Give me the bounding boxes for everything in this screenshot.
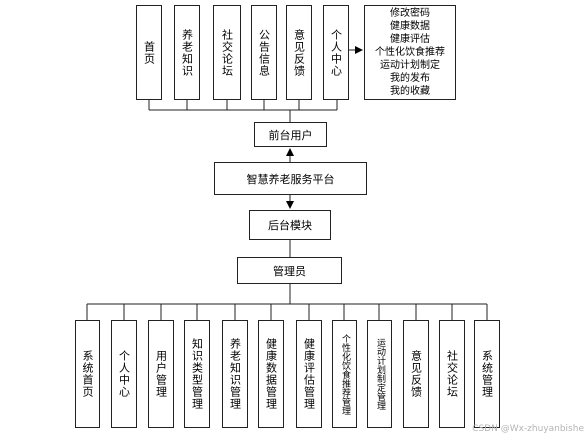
admin-module-social-forum: 社交论坛 — [439, 320, 465, 428]
frontend-user-label: 前台用户 — [268, 128, 313, 142]
admin-module-knowledge-type: 知识类型管理 — [184, 320, 210, 428]
personal-center-items: 修改密码 健康数据 健康评估 个性化饮食推荐 运动计划制定 我的发布 我的收藏 — [364, 5, 456, 100]
list-item: 健康数据 — [390, 21, 430, 32]
list-item: 运动计划制定 — [380, 60, 440, 71]
admin-module-health-assessment: 健康评估管理 — [296, 320, 322, 428]
module-announcements: 公告信息 — [251, 5, 277, 100]
module-label: 健康数据管理 — [264, 338, 278, 410]
module-feedback: 意见反馈 — [286, 5, 312, 100]
administrator-label: 管理员 — [273, 264, 306, 278]
module-label: 运动计划制定管理 — [375, 338, 385, 410]
module-personal-center: 个人中心 — [323, 5, 349, 100]
admin-module-diet-recommendation: 个性化饮食推荐管理 — [332, 320, 357, 428]
platform-label: 智慧养老服务平台 — [246, 172, 335, 186]
module-label: 公告信息 — [257, 28, 271, 77]
module-label: 用户管理 — [154, 350, 168, 398]
admin-module-system-management: 系统管理 — [474, 320, 500, 428]
module-label: 个人中心 — [329, 28, 343, 77]
list-item: 我的发布 — [390, 73, 430, 84]
admin-module-user-management: 用户管理 — [148, 320, 174, 428]
admin-module-dashboard: 系统首页 — [75, 320, 100, 428]
module-label: 知识类型管理 — [190, 338, 204, 410]
module-elderly-knowledge: 养老知识 — [174, 5, 200, 100]
module-home: 首页 — [136, 5, 162, 100]
admin-module-elderly-knowledge: 养老知识管理 — [222, 320, 248, 428]
platform-box: 智慧养老服务平台 — [214, 162, 367, 195]
module-label: 个性化饮食推荐管理 — [340, 333, 350, 415]
backend-module-label: 后台模块 — [268, 219, 312, 232]
module-label: 社交论坛 — [445, 350, 459, 398]
module-label: 首页 — [142, 40, 156, 65]
admin-module-personal-center: 个人中心 — [111, 320, 137, 428]
module-label: 健康评估管理 — [302, 338, 316, 410]
module-label: 社交论坛 — [220, 28, 234, 77]
module-label: 系统首页 — [81, 350, 94, 398]
administrator-box: 管理员 — [237, 257, 342, 284]
list-item: 个性化饮食推荐 — [375, 47, 445, 58]
list-item: 我的收藏 — [390, 86, 430, 97]
list-item: 健康评估 — [390, 34, 430, 45]
list-item: 修改密码 — [390, 8, 430, 19]
module-label: 养老知识管理 — [228, 338, 242, 410]
admin-module-health-data: 健康数据管理 — [258, 320, 284, 428]
module-social-forum: 社交论坛 — [213, 5, 241, 100]
admin-module-feedback: 意见反馈 — [403, 320, 429, 428]
backend-module-box: 后台模块 — [249, 210, 331, 240]
module-label: 个人中心 — [117, 350, 131, 398]
watermark: CSDN @Wx-zhuyanbishe — [472, 424, 584, 434]
frontend-user-box: 前台用户 — [254, 122, 327, 147]
module-label: 养老知识 — [180, 28, 194, 77]
module-label: 系统管理 — [480, 350, 494, 398]
module-label: 意见反馈 — [292, 28, 306, 77]
admin-module-exercise-plan: 运动计划制定管理 — [367, 320, 392, 428]
module-label: 意见反馈 — [409, 350, 423, 398]
